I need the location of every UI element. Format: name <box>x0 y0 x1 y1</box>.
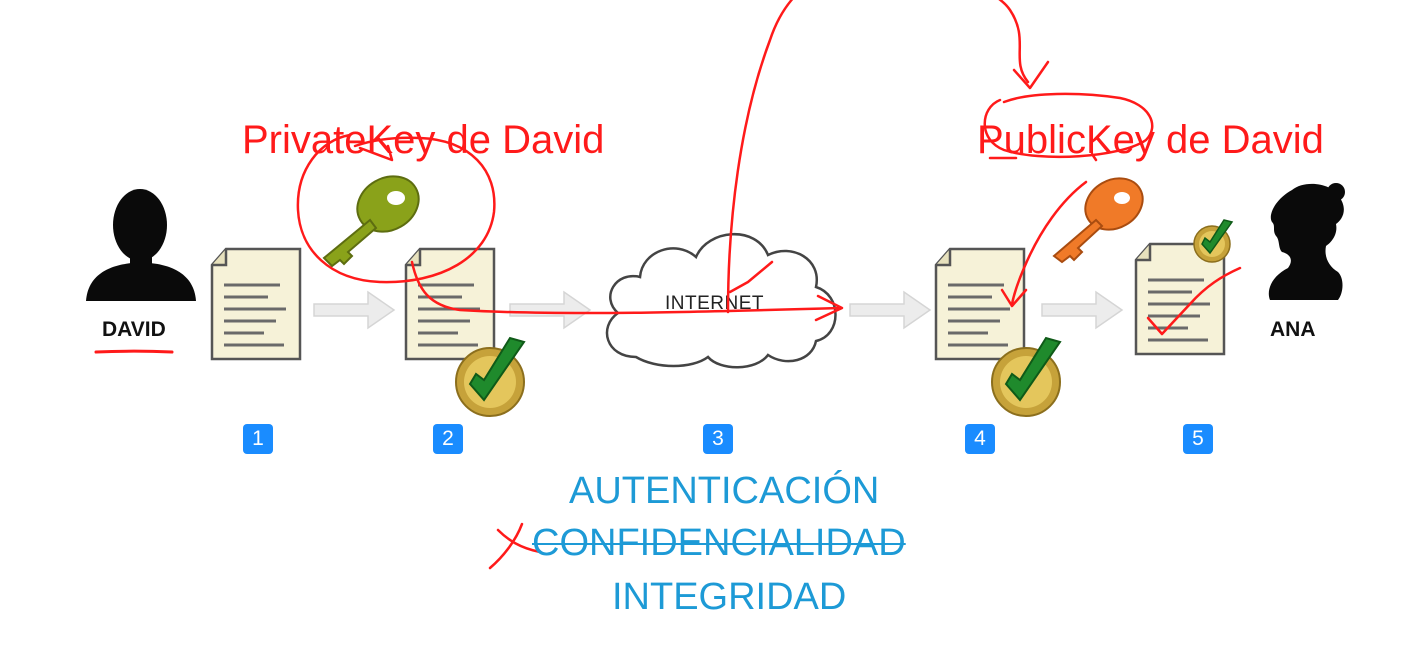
internet-cloud-icon <box>605 232 837 369</box>
signature-seal-icon-2 <box>455 336 526 417</box>
step-badge-4: 4 <box>965 424 995 454</box>
flow-arrow-3-icon <box>849 290 932 330</box>
flow-arrow-1-icon <box>313 290 396 330</box>
internet-label: INTERNET <box>665 293 764 314</box>
public-key-icon <box>1052 177 1144 264</box>
document-icon-4 <box>934 247 1026 361</box>
flow-arrow-2-icon <box>509 290 592 330</box>
property-authentication: AUTENTICACIÓN <box>569 470 880 512</box>
step-badge-5: 5 <box>1183 424 1213 454</box>
flow-arrow-4-icon <box>1041 290 1124 330</box>
david-silhouette-icon <box>86 189 196 301</box>
private-key-icon <box>322 175 420 268</box>
signature-seal-icon-5 <box>1193 219 1234 263</box>
property-confidentiality-struck: CONFIDENCIALIDAD <box>532 522 906 564</box>
david-underline <box>94 349 174 354</box>
david-name: DAVID <box>102 318 166 341</box>
property-integrity: INTEGRIDAD <box>612 576 847 618</box>
public-key-label: PublicKey de David <box>977 118 1324 162</box>
ana-name: ANA <box>1270 318 1316 341</box>
signature-seal-icon-4 <box>991 336 1062 417</box>
ana-silhouette-icon <box>1268 183 1345 300</box>
step-badge-1: 1 <box>243 424 273 454</box>
document-icon-1 <box>210 247 302 361</box>
step-badge-2: 2 <box>433 424 463 454</box>
private-key-label: PrivateKey de David <box>242 118 605 162</box>
step-badge-3: 3 <box>703 424 733 454</box>
